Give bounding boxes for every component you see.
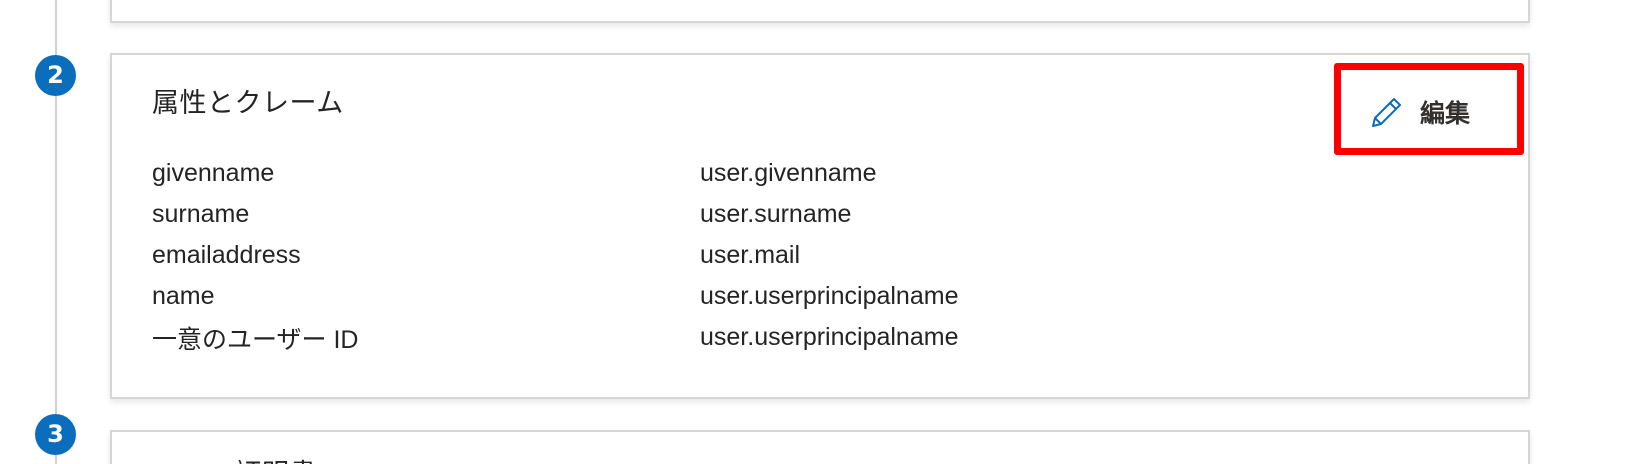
claim-name: givenname xyxy=(152,159,275,187)
claim-row: 一意のユーザー ID user.userprincipalname xyxy=(152,317,1152,358)
edit-highlight-box xyxy=(1334,63,1524,155)
claim-value: user.surname xyxy=(700,200,852,228)
step-badge-3: 3 xyxy=(35,414,76,455)
claim-row: name user.userprincipalname xyxy=(152,276,1152,317)
card-title: 属性とクレーム xyxy=(152,88,344,118)
previous-step-card xyxy=(110,0,1530,23)
claim-value: user.userprincipalname xyxy=(700,323,959,351)
claim-name: name xyxy=(152,282,215,310)
saml-certificate-card: SAML 証明書 xyxy=(110,430,1530,464)
claim-row: surname user.surname xyxy=(152,194,1152,235)
claim-value: user.userprincipalname xyxy=(700,282,959,310)
claims-list: givenname user.givenname surname user.su… xyxy=(152,153,1152,358)
claim-name: surname xyxy=(152,200,250,228)
claim-value: user.givenname xyxy=(700,159,877,187)
claim-row: givenname user.givenname xyxy=(152,153,1152,194)
step-badge-2: 2 xyxy=(35,55,76,96)
attributes-claims-card: 属性とクレーム givenname user.givenname surname… xyxy=(110,53,1530,399)
claim-row: emailaddress user.mail xyxy=(152,235,1152,276)
claim-name: emailaddress xyxy=(152,241,301,269)
timeline-connector xyxy=(55,0,57,464)
edit-label: 編集 xyxy=(1420,100,1471,128)
pencil-icon xyxy=(1372,98,1401,127)
claim-value: user.mail xyxy=(700,241,801,269)
claim-name: 一意のユーザー ID xyxy=(152,325,359,354)
card-title: SAML 証明書 xyxy=(152,452,317,464)
edit-button[interactable]: 編集 xyxy=(1370,92,1470,132)
